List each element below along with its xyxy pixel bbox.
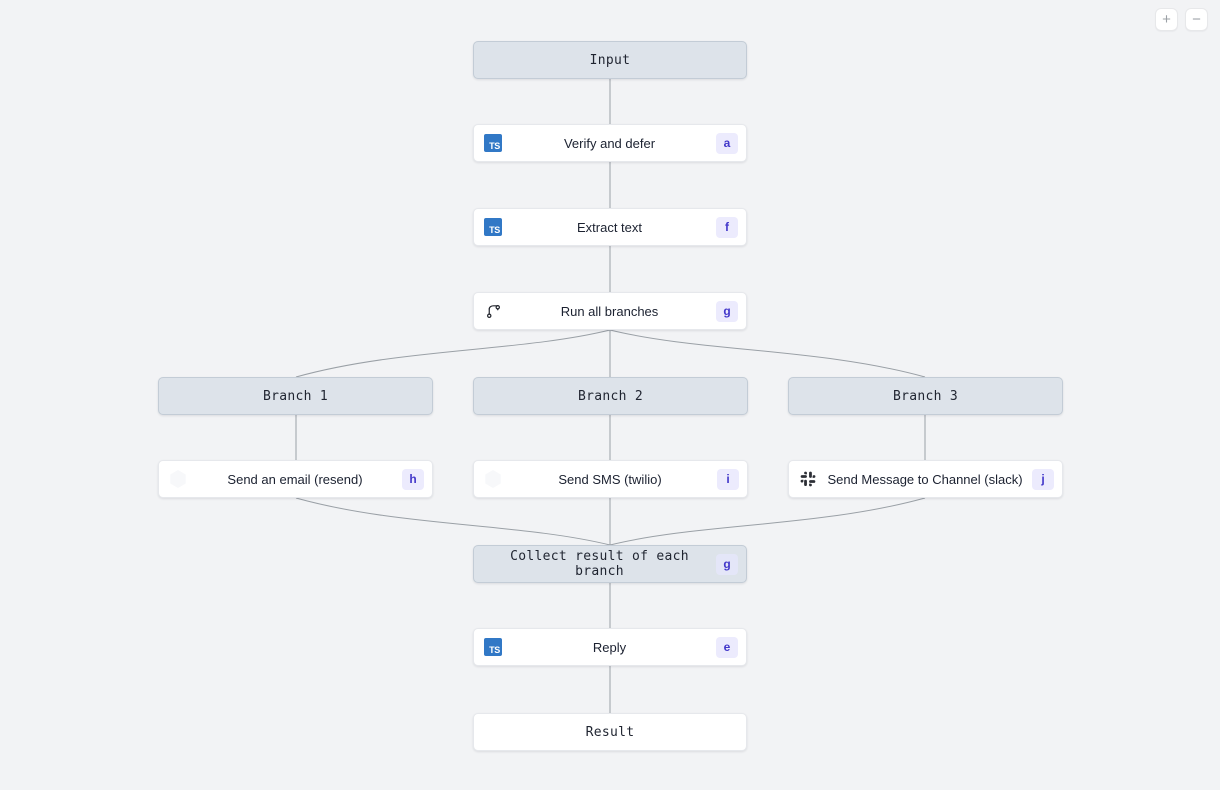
node-label-result: Result	[585, 724, 635, 740]
workflow-node-slack[interactable]: Send Message to Channel (slack) j	[788, 460, 1063, 498]
node-badge-extract[interactable]: f	[716, 216, 738, 238]
edge-runall-branch1	[295, 329, 611, 378]
workflow-node-result[interactable]: Result	[473, 713, 747, 751]
typescript-icon: TS	[483, 217, 503, 237]
node-label-runall: Run all branches	[560, 303, 659, 319]
edge-runall-branch3	[609, 329, 926, 378]
node-label-branch3: Branch 3	[892, 388, 958, 404]
typescript-icon: TS	[483, 133, 503, 153]
typescript-icon: TS	[483, 637, 503, 657]
node-label-verify: Verify and defer	[563, 135, 656, 151]
git-branch-icon	[483, 301, 503, 321]
workflow-node-input[interactable]: Input	[473, 41, 747, 79]
node-label-slack: Send Message to Channel (slack)	[827, 471, 1023, 487]
edge-email-collect	[295, 497, 611, 546]
node-label-collect: Collect result of each branch	[510, 549, 689, 579]
workflow-node-collect[interactable]: Collect result of each branch g	[473, 545, 747, 583]
workflow-node-email[interactable]: Send an email (resend) h	[158, 460, 433, 498]
node-label-email: Send an email (resend)	[227, 471, 363, 487]
node-badge-collect[interactable]: g	[716, 553, 738, 575]
zoom-in-button[interactable]: +	[1155, 8, 1178, 31]
edge-slack-collect	[609, 497, 926, 546]
node-badge-runall[interactable]: g	[716, 300, 738, 322]
node-label-reply: Reply	[592, 639, 627, 655]
node-label-branch1: Branch 1	[262, 388, 328, 404]
resend-icon	[168, 469, 188, 489]
node-badge-verify[interactable]: a	[716, 132, 738, 154]
slack-icon	[798, 469, 818, 489]
workflow-node-extract[interactable]: TS Extract text f	[473, 208, 747, 246]
zoom-controls: + −	[1155, 8, 1208, 31]
node-badge-sms[interactable]: i	[717, 468, 739, 490]
minus-icon: −	[1192, 11, 1201, 28]
workflow-node-branch2[interactable]: Branch 2	[473, 377, 748, 415]
workflow-node-verify[interactable]: TS Verify and defer a	[473, 124, 747, 162]
workflow-node-branch1[interactable]: Branch 1	[158, 377, 433, 415]
workflow-node-reply[interactable]: TS Reply e	[473, 628, 747, 666]
node-label-branch2: Branch 2	[577, 388, 643, 404]
node-badge-reply[interactable]: e	[716, 636, 738, 658]
node-label-extract: Extract text	[576, 219, 643, 235]
node-label-input: Input	[589, 52, 631, 68]
workflow-node-branch3[interactable]: Branch 3	[788, 377, 1063, 415]
node-label-sms: Send SMS (twilio)	[558, 471, 662, 487]
node-badge-email[interactable]: h	[402, 468, 424, 490]
twilio-icon	[483, 469, 503, 489]
zoom-out-button[interactable]: −	[1185, 8, 1208, 31]
workflow-node-runall[interactable]: Run all branches g	[473, 292, 747, 330]
plus-icon: +	[1162, 11, 1171, 28]
workflow-node-sms[interactable]: Send SMS (twilio) i	[473, 460, 748, 498]
node-badge-slack[interactable]: j	[1032, 468, 1054, 490]
